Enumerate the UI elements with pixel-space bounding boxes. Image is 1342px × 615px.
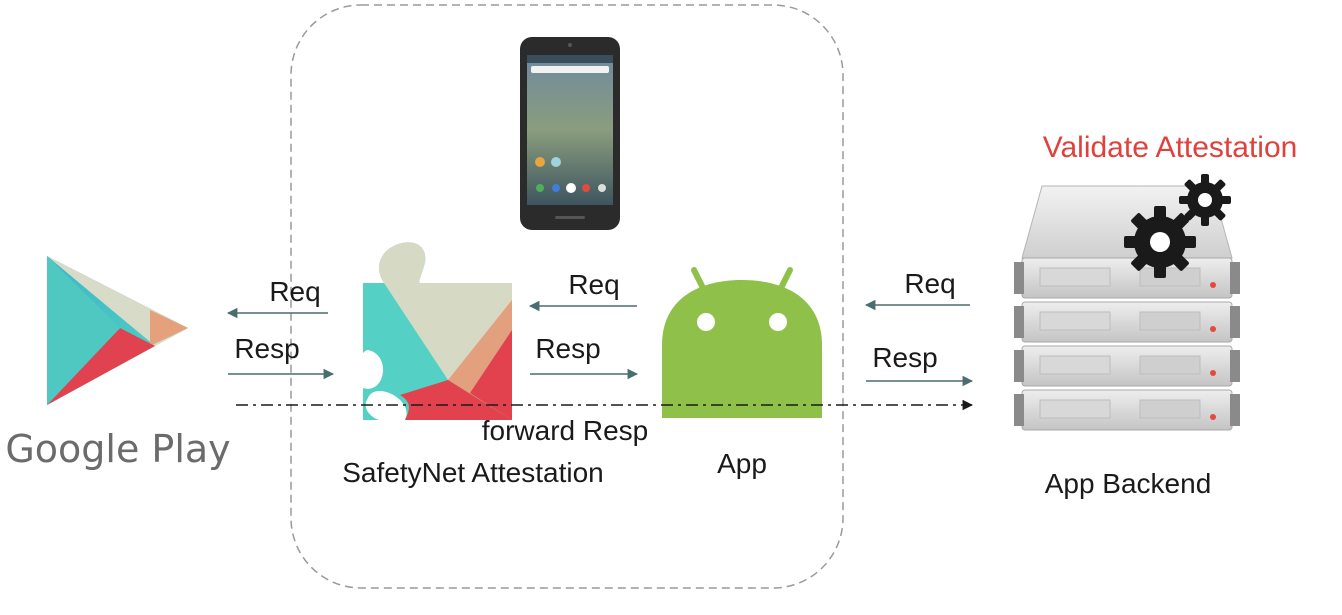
android-phone-icon	[520, 37, 620, 230]
forward-resp-label: forward Resp	[482, 415, 649, 446]
resp-label-3: Resp	[872, 342, 937, 373]
safetynet-puzzle-icon	[363, 242, 512, 420]
req-label-1: Req	[269, 276, 320, 307]
device-boundary	[290, 4, 844, 589]
safetynet-label: SafetyNet Attestation	[342, 457, 604, 488]
app-label: App	[717, 448, 767, 479]
server-rack-icon	[1014, 185, 1240, 431]
gears-icon	[1124, 174, 1231, 278]
req-label-3: Req	[904, 268, 955, 299]
resp-label-2: Resp	[535, 333, 600, 364]
app-backend-label: App Backend	[1045, 468, 1212, 499]
validate-attestation-label: Validate Attestation	[1043, 131, 1298, 164]
android-robot-icon	[662, 267, 822, 418]
req-label-2: Req	[568, 269, 619, 300]
google-play-label: Google Play	[5, 427, 230, 471]
google-play-icon	[47, 256, 188, 405]
resp-label-1: Resp	[234, 333, 299, 364]
